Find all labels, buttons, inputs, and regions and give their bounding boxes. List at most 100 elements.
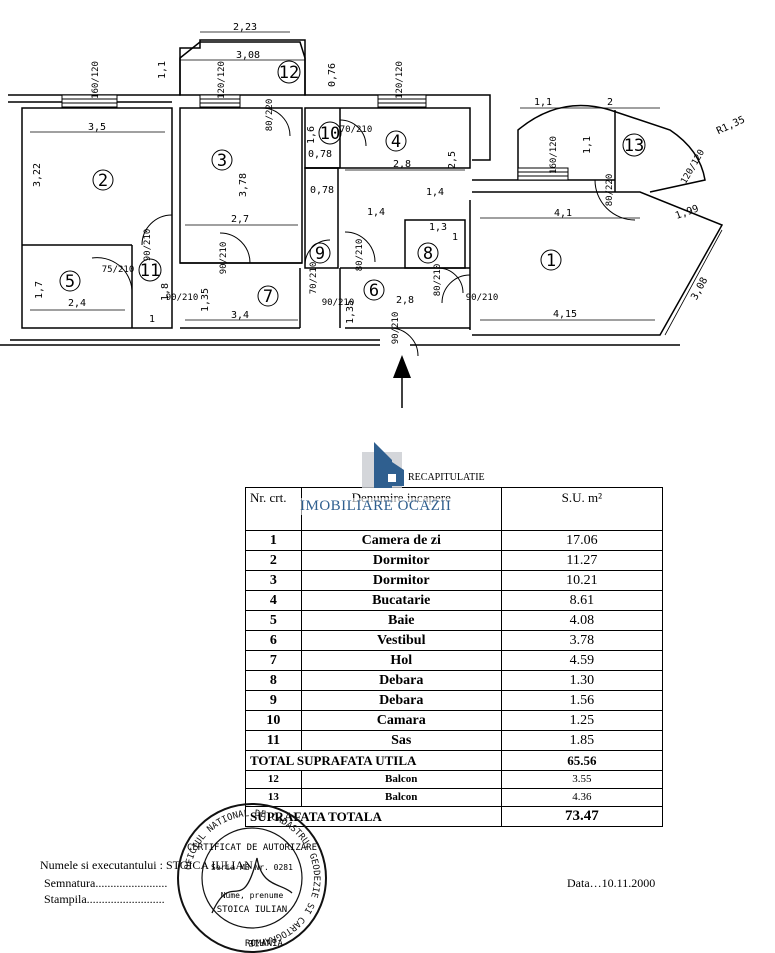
official-stamp: OFICIUL NATIONAL DE CADASTRU, GEODEZIE S… bbox=[177, 803, 327, 953]
row-name: Camera de zi bbox=[300, 530, 502, 551]
row-name: Dormitor bbox=[300, 570, 502, 591]
room-number: 6 bbox=[369, 281, 379, 301]
date-label: Data…10.11.2000 bbox=[567, 876, 656, 890]
room-number: 9 bbox=[315, 244, 325, 264]
row-name: Bucatarie bbox=[300, 590, 502, 611]
dim-label: 1,1 bbox=[534, 97, 552, 108]
room-number: 13 bbox=[624, 136, 644, 156]
dim-label: 0,76 bbox=[327, 63, 338, 87]
dim-label: 4,1 bbox=[554, 208, 572, 219]
dim-label: 1,8 bbox=[160, 283, 171, 301]
row-nr: 5 bbox=[245, 610, 302, 631]
dim-label: 0,78 bbox=[310, 185, 334, 196]
dim-label: 1,7 bbox=[34, 281, 45, 299]
row-nr: 12 bbox=[245, 770, 302, 789]
dim-label: 2,8 bbox=[396, 295, 414, 306]
dim-label: 0,78 bbox=[308, 149, 332, 160]
window-label: 160/120 bbox=[549, 136, 559, 174]
stamp-serie: Seria MB Nr. 0281 bbox=[211, 863, 293, 872]
row-name: Balcon bbox=[300, 788, 502, 807]
door-label: 75/210 bbox=[102, 265, 135, 275]
door-label: 90/210 bbox=[322, 298, 355, 308]
dim-label: 3,5 bbox=[88, 122, 106, 133]
total-useful-value: 65.56 bbox=[500, 750, 664, 771]
dim-label: 3,4 bbox=[231, 310, 249, 321]
dim-label: 2,23 bbox=[233, 22, 257, 33]
row-area: 1.56 bbox=[500, 690, 664, 711]
row-nr: 1 bbox=[245, 530, 302, 551]
dim-label: 2 bbox=[607, 97, 613, 108]
dim-label: 1 bbox=[149, 314, 155, 325]
door-label: 80/220 bbox=[605, 174, 615, 207]
room-number: 12 bbox=[279, 63, 299, 83]
room-number: 8 bbox=[423, 244, 433, 264]
row-nr: 4 bbox=[245, 590, 302, 611]
row-area: 3.78 bbox=[500, 630, 664, 651]
row-name: Camara bbox=[300, 710, 502, 731]
svg-text:OFICIUL NATIONAL DE CADASTRU,: OFICIUL NATIONAL DE CADASTRU, GEODEZIE S… bbox=[184, 809, 321, 947]
floor-plan: 2,23 3,08 1,1 0,76 3,5 3,22 3,78 2,7 2,8… bbox=[0, 22, 747, 408]
row-nr: 2 bbox=[245, 550, 302, 571]
dim-label: 1,35 bbox=[200, 288, 211, 312]
dim-label: 2,5 bbox=[447, 151, 458, 169]
total-useful-label: TOTAL SUPRAFATA UTILA bbox=[245, 750, 502, 771]
dim-label: 1,1 bbox=[582, 136, 593, 154]
row-name: Hol bbox=[300, 650, 502, 671]
row-area: 10.21 bbox=[500, 570, 664, 591]
door-label: 80/210 bbox=[433, 264, 443, 297]
signature-scribble bbox=[211, 857, 293, 914]
window-label: 160/120 bbox=[91, 61, 101, 99]
room-number: 1 bbox=[546, 251, 556, 271]
door-label: 70/210 bbox=[340, 125, 373, 135]
dim-label: 1,1 bbox=[157, 61, 168, 79]
stamp-label: Stampila.......................... bbox=[44, 892, 165, 906]
row-area: 1.25 bbox=[500, 710, 664, 731]
row-name: Vestibul bbox=[300, 630, 502, 651]
executant-label: Numele si executantului : STOICA IULIAN bbox=[40, 858, 253, 872]
dim-label: 4,15 bbox=[553, 309, 577, 320]
stamp-ring-text: OFICIUL NATIONAL DE CADASTRU, GEODEZIE S… bbox=[184, 809, 321, 947]
room-number: 2 bbox=[98, 171, 108, 191]
row-name: Debara bbox=[300, 670, 502, 691]
col-header-no: Nr. crt. bbox=[245, 487, 302, 531]
total-value: 73.47 bbox=[500, 806, 664, 827]
row-area: 4.36 bbox=[500, 788, 664, 807]
window-label: 120/120 bbox=[395, 61, 405, 99]
row-name: Dormitor bbox=[300, 550, 502, 571]
row-name: Balcon bbox=[300, 770, 502, 789]
dim-label: 3,22 bbox=[32, 163, 43, 187]
row-nr: 7 bbox=[245, 650, 302, 671]
row-area: 4.08 bbox=[500, 610, 664, 631]
room-number: 3 bbox=[217, 151, 227, 171]
row-name: Baie bbox=[300, 610, 502, 631]
dim-label: 1,6 bbox=[306, 126, 317, 144]
door-label: 90/210 bbox=[143, 229, 153, 262]
row-name: Debara bbox=[300, 690, 502, 711]
row-area: 8.61 bbox=[500, 590, 664, 611]
area-table: Nr. crt. Denumire incapere S.U. m² 1Came… bbox=[245, 487, 664, 827]
room-number: 11 bbox=[140, 261, 160, 281]
door-label: 90/210 bbox=[391, 312, 401, 345]
dim-label: 3,08 bbox=[236, 50, 260, 61]
door-label: 90/210 bbox=[466, 293, 499, 303]
row-area: 4.59 bbox=[500, 650, 664, 671]
dim-label: R1,35 bbox=[715, 114, 747, 137]
row-area: 17.06 bbox=[500, 530, 664, 551]
watermark-logo bbox=[362, 442, 404, 488]
col-header-area: S.U. m² bbox=[500, 487, 664, 531]
dim-label: 2,8 bbox=[393, 159, 411, 170]
total-useful-row: TOTAL SUPRAFATA UTILA 65.56 bbox=[245, 750, 664, 771]
row-nr: 9 bbox=[245, 690, 302, 711]
row-nr: 11 bbox=[245, 730, 302, 751]
